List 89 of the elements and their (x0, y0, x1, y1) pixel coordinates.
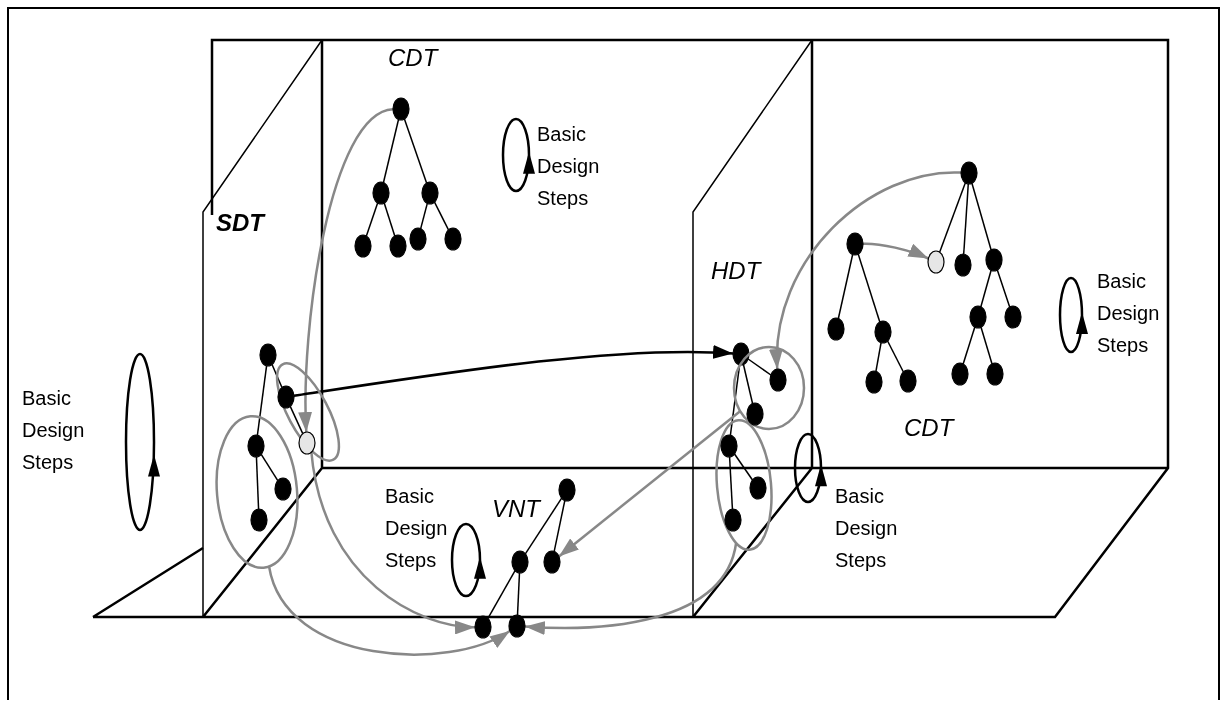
arrow (770, 171, 962, 370)
tree-node-dot (846, 232, 864, 256)
tree-branch-line (971, 182, 992, 251)
step-label: Basic Design Steps (835, 484, 899, 573)
arrow (558, 410, 741, 558)
grouping-ellipse (215, 415, 299, 569)
tree-branch-line (419, 202, 429, 230)
tree-branch-line (255, 456, 260, 510)
tree-branch-line (365, 202, 379, 237)
tree-node-dot (986, 362, 1004, 386)
tree-node-dot (277, 385, 295, 409)
step-label: Basic Design Steps (537, 122, 601, 211)
tree-branch-line (403, 118, 428, 184)
tree-branch-line (857, 253, 881, 323)
tree-branch-line (487, 569, 516, 620)
tree-branch-line (875, 341, 882, 373)
grouping-ellipse (715, 419, 773, 551)
tree-branch-line (433, 201, 450, 231)
tree-branch-line (980, 326, 993, 365)
tree-node-dot (874, 320, 892, 344)
tree-node-dot (558, 478, 576, 502)
step-label: Basic Design Steps (22, 386, 86, 475)
tree-node-dot (985, 248, 1003, 272)
arrow (267, 566, 511, 656)
tree-branch-line (382, 118, 400, 184)
tree-node-dot (865, 370, 883, 394)
tree-branch-line (553, 499, 566, 553)
arrow (309, 450, 476, 633)
tree-branch-line (962, 326, 976, 365)
tree-branch-line (289, 405, 304, 435)
tree-branch-line (733, 453, 754, 481)
tree-branch-line (516, 572, 521, 616)
tree-branch-line (747, 358, 772, 376)
tree-node-dot (954, 253, 972, 277)
tree-branch-line (271, 363, 283, 389)
grouping-ellipse (275, 362, 341, 462)
step-label: Basic Design Steps (385, 484, 449, 573)
tree-node-dot (250, 508, 268, 532)
tree-node-dot (474, 615, 492, 639)
tree-branch-line (383, 202, 396, 237)
tree-branch-line (260, 453, 279, 482)
grouping-ellipse (732, 345, 806, 431)
step-label: Basic Design Steps (1097, 269, 1161, 358)
tree-node-dot (508, 614, 526, 638)
tree-node-dot (392, 97, 410, 121)
tree-branch-line (837, 253, 854, 320)
tree-label: VNT (492, 494, 540, 524)
tree-node-dot (769, 368, 787, 392)
tree-node-dot (543, 550, 561, 574)
tree-node-dot (298, 431, 316, 455)
tree-node-dot (746, 402, 764, 426)
arrow (298, 108, 394, 433)
tree-node-dot (960, 161, 978, 185)
tree-label: HDT (711, 256, 761, 286)
tree-node-dot (247, 434, 265, 458)
tree-node-dot (389, 234, 407, 258)
tree-node-dot (951, 362, 969, 386)
tree-node-dot (749, 476, 767, 500)
tree-node-dot (1004, 305, 1022, 329)
tree-label: SDT (216, 208, 264, 238)
tree-branch-line (742, 363, 754, 405)
arrow (524, 542, 738, 635)
arrow (863, 242, 929, 260)
tree-branch-line (962, 183, 970, 255)
tree-branch-line (996, 269, 1011, 308)
tree-node-dot (421, 181, 439, 205)
tree-node-dot (732, 342, 750, 366)
tree-node-dot (899, 369, 917, 393)
tree-node-dot (720, 434, 738, 458)
tree-label: CDT (388, 43, 438, 73)
tree-branch-line (256, 365, 268, 436)
tree-node-dot (372, 181, 390, 205)
tree-branch-line (886, 340, 905, 373)
tree-branch-line (728, 456, 734, 510)
tree-node-dot (259, 343, 277, 367)
tree-node-dot (444, 227, 462, 251)
tree-branch-line (980, 269, 992, 308)
tree-node-dot (274, 477, 292, 501)
tree-node-dot (511, 550, 529, 574)
tree-label: CDT (904, 413, 954, 443)
tree-node-dot (969, 305, 987, 329)
tree-node-dot (354, 234, 372, 258)
tree-node-dot (409, 227, 427, 251)
tree-node-dot (724, 508, 742, 532)
tree-node-dot (927, 250, 945, 274)
tree-branch-line (938, 182, 967, 253)
tree-node-dot (827, 317, 845, 341)
tree-branch-line (524, 497, 563, 555)
arrow (293, 345, 734, 398)
